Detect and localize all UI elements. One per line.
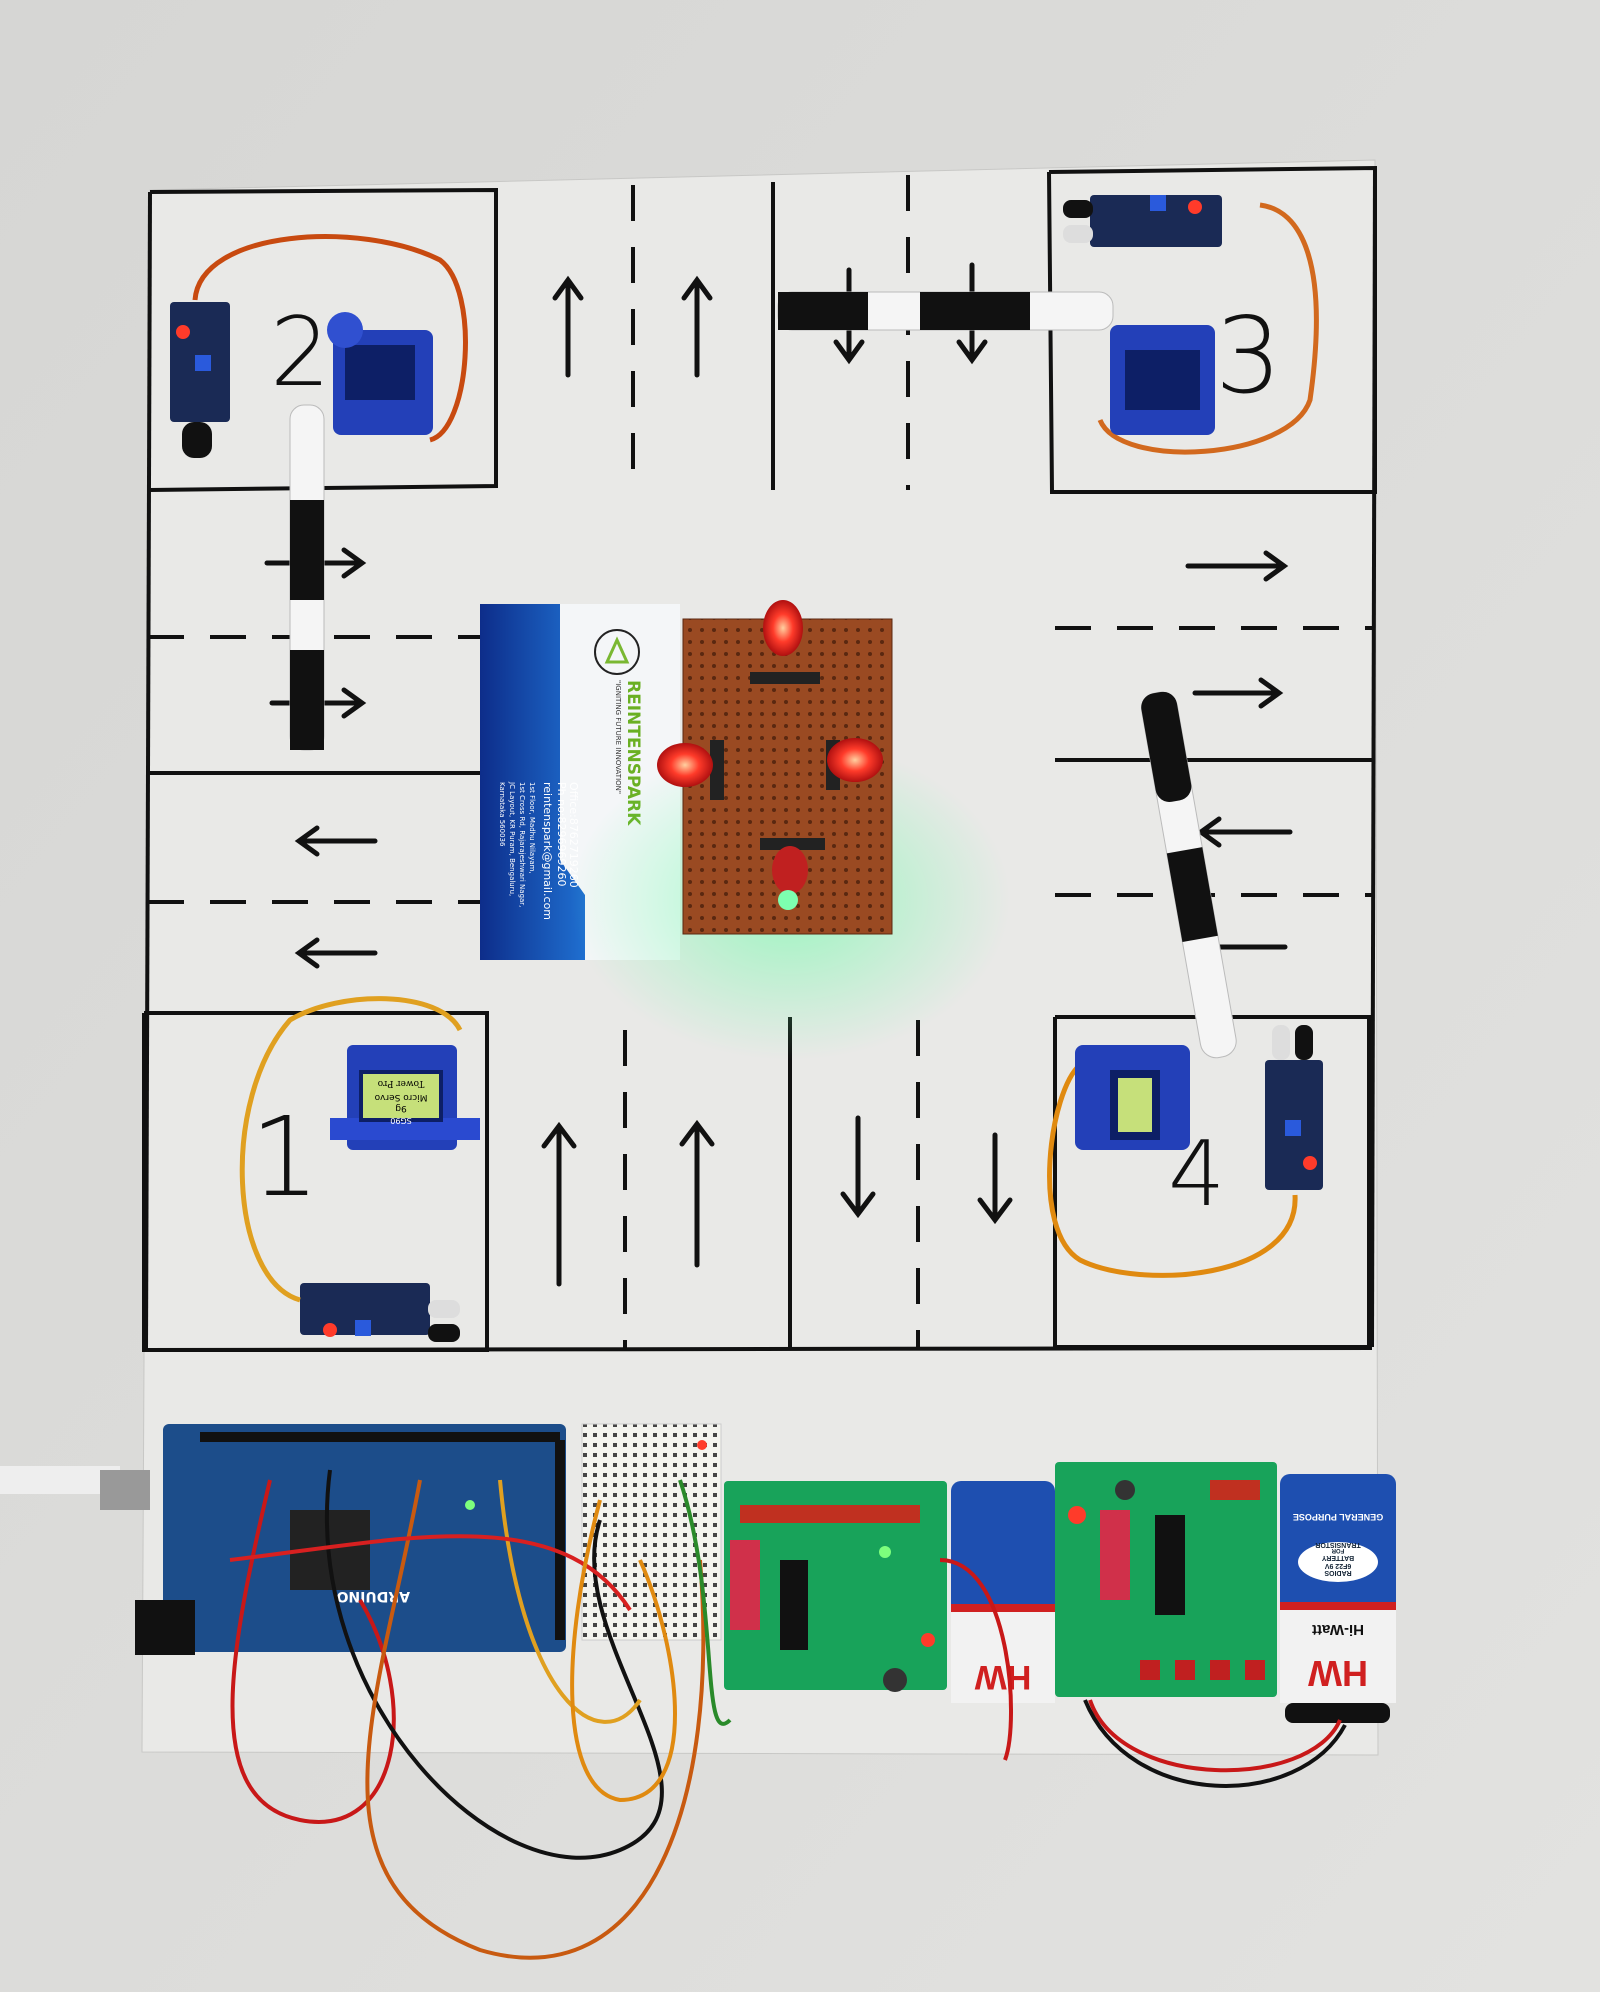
ir-sensor-4 bbox=[1265, 1025, 1323, 1190]
usb-cable bbox=[0, 1466, 150, 1510]
led-red-north bbox=[763, 600, 803, 656]
servo-wires bbox=[192, 202, 1319, 1303]
led-green-south bbox=[778, 890, 798, 910]
led-red-south bbox=[772, 846, 808, 894]
barrier-arm-4 bbox=[1141, 691, 1237, 1059]
servo-code-label: SG90 bbox=[390, 1116, 411, 1125]
barrier-arm-3 bbox=[777, 291, 1114, 331]
battery-spec-3: FOR bbox=[1331, 1547, 1344, 1553]
arrow-left-icon bbox=[1196, 816, 1293, 848]
card-address-3: JC Layout, KR Puram, Bengaluru, bbox=[508, 781, 516, 896]
battery-spec-1: 6F22 9V bbox=[1324, 1562, 1351, 1569]
battery-spec-5: RADIOS bbox=[1324, 1569, 1352, 1576]
junction-number-3: 3 bbox=[1215, 295, 1282, 417]
road-markings bbox=[142, 165, 1377, 1352]
battery-logo: HW bbox=[974, 1658, 1032, 1696]
arrow-up-icon bbox=[541, 1121, 577, 1287]
card-email: reintenspark@gmail.com bbox=[541, 782, 554, 920]
card-tagline: "IGNITING FUTURE INNOVATION" bbox=[614, 680, 622, 794]
direction-arrows bbox=[264, 262, 1293, 1287]
battery-spec-4: TRANSISTOR bbox=[1315, 1541, 1360, 1548]
battery-type: GENERAL PURPOSE bbox=[1293, 1512, 1383, 1522]
mini-breadboard bbox=[581, 1423, 722, 1641]
rf-transmitter-board bbox=[1055, 1462, 1277, 1697]
battery-spec-2: BATTERY bbox=[1322, 1554, 1355, 1561]
card-address-2: 1st Cross Rd, Rajarajeshwari Nagar, bbox=[518, 782, 526, 907]
arrow-left-icon bbox=[294, 937, 378, 969]
led-red-east bbox=[827, 738, 883, 782]
card-address-4: Karnataka 560036 bbox=[498, 782, 506, 847]
card-address-1: 1st Floor, Madhu Nilayam, bbox=[528, 782, 536, 874]
barrier-arm-2 bbox=[289, 404, 325, 751]
junction-number-2: 2 bbox=[270, 298, 330, 408]
servo-motor-3 bbox=[1110, 325, 1215, 435]
battery-logo: HW bbox=[1308, 1653, 1368, 1694]
servo-weight-label: 9g bbox=[395, 1103, 406, 1113]
led-red-west bbox=[657, 743, 713, 787]
rf-receiver-board bbox=[724, 1481, 947, 1692]
arrow-right-icon bbox=[1192, 677, 1284, 709]
ir-sensor-3 bbox=[1063, 195, 1222, 247]
arrow-right-icon bbox=[1185, 550, 1289, 582]
ir-sensor-2 bbox=[170, 302, 230, 458]
junction-number-1: 1 bbox=[250, 1093, 320, 1221]
arrow-down-icon bbox=[977, 1132, 1013, 1225]
ir-sensor-1 bbox=[300, 1283, 460, 1342]
arrow-up-icon bbox=[552, 275, 584, 378]
arrow-up-icon bbox=[679, 1119, 715, 1268]
arduino-label: ARDUINO bbox=[336, 1588, 410, 1604]
servo-motor-4 bbox=[1075, 1045, 1190, 1150]
servo-brand-label: Tower Pro bbox=[378, 1078, 425, 1088]
arrow-up-icon bbox=[681, 275, 713, 378]
servo-motor-1: Tower Pro Micro Servo 9g SG90 bbox=[330, 1045, 480, 1150]
jumper-wires bbox=[229, 1469, 1347, 1960]
business-card: REINTENSPARK "IGNITING FUTURE INNOVATION… bbox=[480, 604, 680, 960]
brand-logo-icon bbox=[594, 629, 640, 675]
battery-9v-1: HW bbox=[951, 1481, 1055, 1703]
battery-9v-2: GENERAL PURPOSE 6F22 9V BATTERY FOR TRAN… bbox=[1280, 1474, 1396, 1723]
arrow-down-icon bbox=[840, 1115, 876, 1219]
arrow-left-icon bbox=[294, 825, 378, 857]
servo-motor-2 bbox=[327, 312, 433, 435]
servo-model-label: Micro Servo bbox=[374, 1092, 427, 1102]
battery-brand: Hi-Watt bbox=[1312, 1621, 1364, 1638]
traffic-light-board bbox=[570, 600, 1010, 1060]
card-phone: Ph no:8296969260 bbox=[555, 782, 568, 887]
